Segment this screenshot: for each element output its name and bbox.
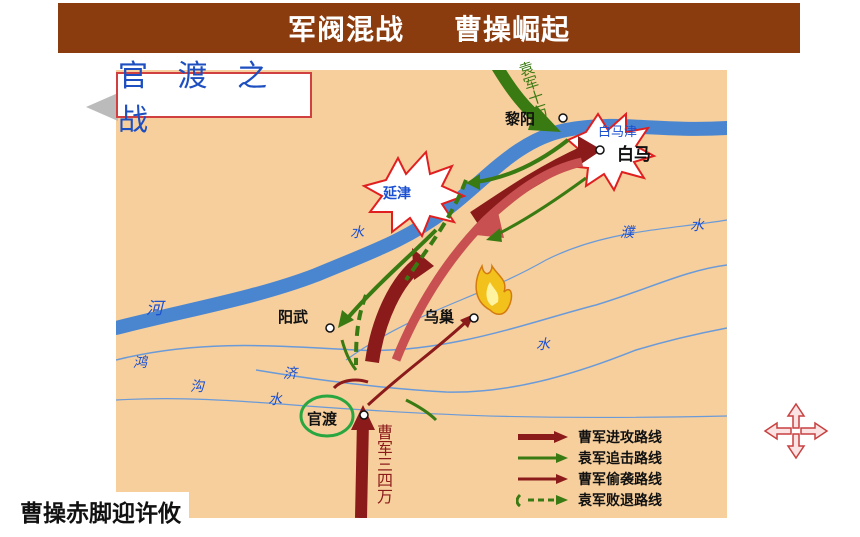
place-baima: 白马	[617, 145, 651, 165]
river-label-he: 河	[146, 299, 163, 319]
legend-cao-raid: 曹军偷袭路线	[516, 470, 662, 488]
legend-yuan-pursuit-label: 袁军追击路线	[578, 451, 662, 467]
river-label-pu: 濮	[620, 225, 634, 241]
place-baimajin: 白马津	[598, 125, 638, 140]
fortification-1	[332, 378, 369, 390]
slide-caption: 曹操赤脚迎许攸	[12, 492, 189, 530]
header-banner: 军阀混战 曹操崛起	[58, 3, 800, 53]
place-yanjin: 延津	[383, 186, 411, 202]
legend-yuan-retreat-swatch	[516, 493, 568, 507]
wuchao-dot	[469, 313, 479, 323]
place-liyang: 黎阳	[505, 110, 536, 128]
yuan-retreat-route-3	[340, 339, 358, 371]
yuan-pursuit-arrowhead-1	[466, 174, 480, 190]
legend-yuan-pursuit: 袁军追击路线	[516, 449, 662, 467]
yuan-pursuit-route-1	[475, 138, 570, 184]
river-label-shui4: 水	[268, 392, 282, 408]
battle-map	[116, 70, 727, 518]
guandu-dot	[359, 410, 369, 420]
yanjin-burst	[361, 149, 467, 239]
river-label-gou: 沟	[190, 379, 204, 395]
place-guandu: 官渡	[307, 410, 338, 428]
fire-icon	[475, 263, 513, 315]
legend-cao-attack-label: 曹军进攻路线	[578, 430, 662, 446]
cao-raid-route-1	[391, 157, 584, 362]
legend-cao-raid-label: 曹军偷袭路线	[578, 472, 662, 488]
cao-attack-arrowhead-1	[578, 136, 602, 166]
cao-attack-arrowhead-2	[412, 248, 434, 280]
map-title: 官 渡 之 战	[116, 59, 312, 138]
cao-raid-route-wuchao	[366, 318, 470, 407]
river-label-shui2: 水	[690, 218, 704, 234]
guandu-circle	[299, 394, 355, 438]
yuan-retreat-route-1	[404, 179, 468, 282]
yuan-pursuit-route-3	[344, 228, 438, 322]
legend-cao-attack: 曹军进攻路线	[516, 428, 662, 446]
banner-right-title: 曹操崛起	[454, 13, 571, 46]
place-wuchao: 乌巢	[424, 308, 455, 326]
legend-yuan-retreat: 袁军败退路线	[516, 491, 662, 509]
river-label-hong: 鸿	[133, 355, 147, 371]
yuan-retreat-route-2	[354, 294, 368, 366]
banner-left-title: 军阀混战	[287, 13, 404, 46]
four-way-arrow-icon[interactable]	[763, 402, 829, 460]
legend-cao-raid-swatch	[518, 474, 568, 484]
yuan-pursuit-arrowhead-2	[486, 228, 502, 242]
cao-main-army-arrow	[355, 419, 369, 518]
place-yangwu: 阳武	[278, 308, 309, 326]
yuan-pursuit-route-2	[495, 176, 587, 237]
yuan-main-army-arrowhead	[528, 105, 561, 132]
yuan-pursuit-arrowhead-3	[338, 310, 354, 328]
hong-gou-river	[116, 264, 727, 361]
fortification-2	[405, 398, 438, 422]
south-stream	[116, 398, 727, 419]
pu-river	[345, 219, 727, 361]
yangwu-dot	[325, 323, 335, 333]
cao-army-label: 曹军三四万	[374, 424, 393, 504]
baima-dot	[595, 145, 605, 155]
river-label-ji: 济	[283, 366, 297, 382]
legend-yuan-pursuit-swatch	[518, 453, 568, 463]
legend-cao-attack-swatch	[518, 431, 568, 443]
river-label-shui1: 水	[350, 225, 364, 241]
river-label-shui3: 水	[536, 337, 550, 353]
liyang-dot	[558, 113, 568, 123]
legend-yuan-retreat-label: 袁军败退路线	[578, 493, 662, 509]
title-shadow	[86, 93, 118, 121]
